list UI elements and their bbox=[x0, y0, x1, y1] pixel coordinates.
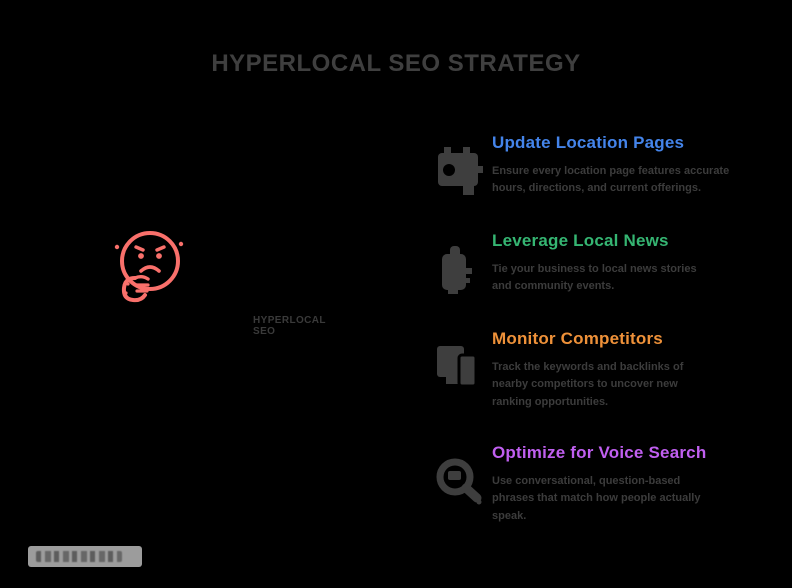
thinking-face-icon bbox=[108, 224, 190, 308]
section-leverage-local-news: Leverage Local News Tie your business to… bbox=[436, 231, 766, 296]
section-title: Update Location Pages bbox=[492, 133, 685, 152]
section-body: Track the keywords and backlinks of near… bbox=[492, 360, 684, 409]
center-caption: HYPERLOCAL SEO bbox=[253, 315, 326, 337]
watermark-logo[interactable] bbox=[28, 546, 142, 567]
section-update-location-pages: Update Location Pages Ensure every locat… bbox=[436, 133, 766, 198]
page-title: HYPERLOCAL SEO STRATEGY bbox=[211, 50, 581, 77]
section-body: Ensure every location page features accu… bbox=[492, 164, 730, 195]
location-page-icon bbox=[436, 146, 484, 198]
watermark-logo-marks bbox=[36, 551, 122, 562]
competitor-compare-icon bbox=[436, 342, 484, 394]
section-title: Leverage Local News bbox=[492, 231, 669, 250]
voice-search-icon bbox=[436, 456, 484, 508]
section-monitor-competitors: Monitor Competitors Track the keywords a… bbox=[436, 329, 766, 412]
section-title: Optimize for Voice Search bbox=[492, 443, 707, 462]
newspaper-icon bbox=[436, 244, 484, 296]
section-body: Use conversational, question-based phras… bbox=[492, 474, 701, 523]
section-optimize-voice-search: Optimize for Voice Search Use conversati… bbox=[436, 443, 766, 526]
section-title: Monitor Competitors bbox=[492, 329, 663, 348]
section-body: Tie your business to local news stories … bbox=[492, 262, 697, 293]
